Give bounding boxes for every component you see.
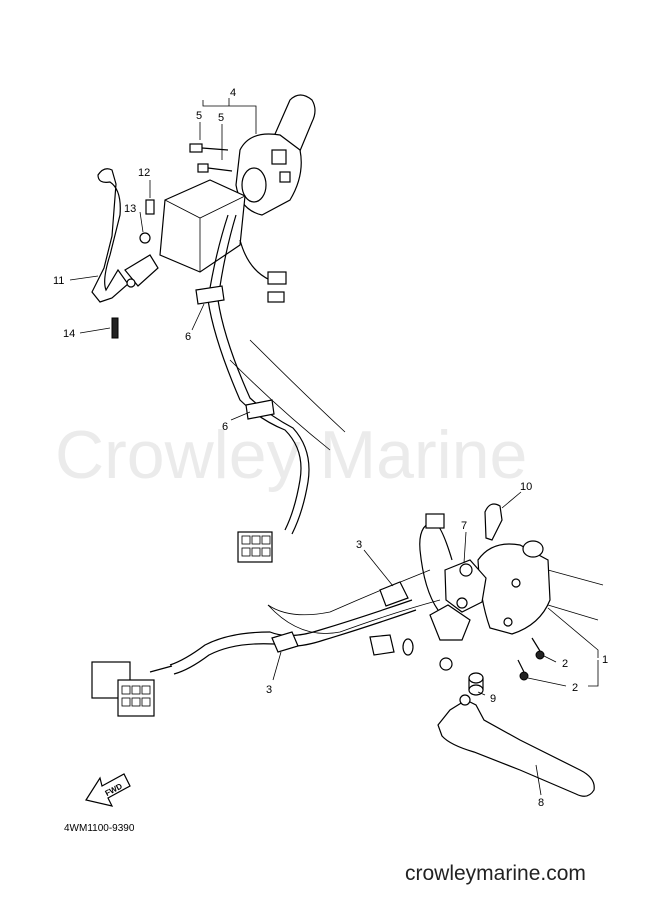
left-handlebar-assembly bbox=[91, 94, 346, 563]
right-handlebar-assembly bbox=[91, 503, 604, 797]
watermark-text: Crowley Marine bbox=[55, 417, 527, 493]
callout-9: 9 bbox=[490, 693, 496, 705]
callout-5-left: 5 bbox=[196, 110, 202, 122]
leader-lines bbox=[69, 98, 599, 796]
callout-4: 4 bbox=[230, 87, 236, 99]
callout-2-lower: 2 bbox=[572, 682, 578, 694]
callout-6-lower: 6 bbox=[222, 421, 228, 433]
callout-7: 7 bbox=[461, 520, 467, 532]
site-url: crowleymarine.com bbox=[405, 862, 586, 885]
fwd-arrow-icon: FWD bbox=[85, 773, 131, 807]
diagram-code: 4WM1100-9390 bbox=[64, 823, 135, 834]
callout-5-right: 5 bbox=[218, 112, 224, 124]
callout-11: 11 bbox=[53, 275, 64, 287]
callout-12: 12 bbox=[138, 167, 150, 179]
callout-3-lower: 3 bbox=[266, 684, 272, 696]
callout-1: 1 bbox=[602, 654, 608, 666]
callout-labels: 1 2 2 3 3 4 5 5 6 6 7 8 9 10 11 12 13 14 bbox=[53, 87, 608, 809]
callout-14: 14 bbox=[63, 328, 75, 340]
callout-2-upper: 2 bbox=[562, 658, 568, 670]
callout-8: 8 bbox=[538, 797, 544, 809]
callout-3-upper: 3 bbox=[356, 539, 362, 551]
callout-10: 10 bbox=[520, 481, 532, 493]
callout-6-upper: 6 bbox=[185, 331, 191, 343]
callout-13: 13 bbox=[124, 203, 136, 215]
